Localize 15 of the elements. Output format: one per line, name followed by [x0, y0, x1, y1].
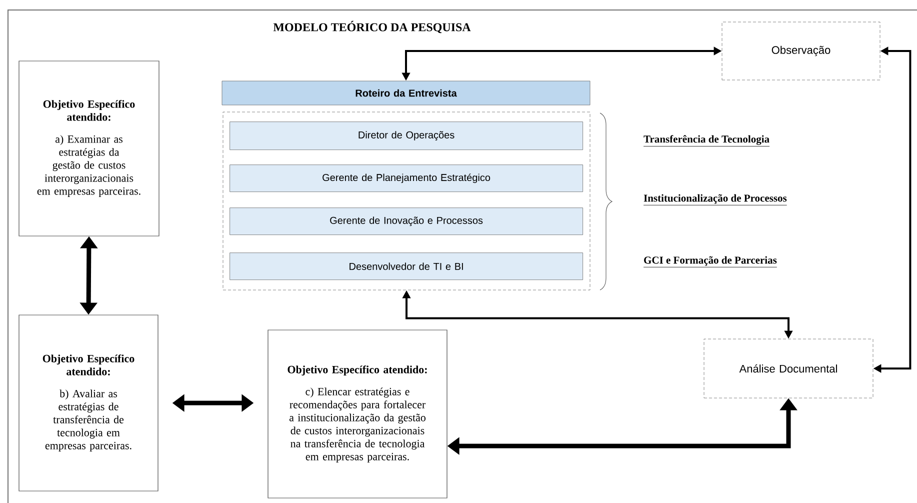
topic-label: GCI e Formação de Parcerias: [643, 256, 778, 268]
role-box: Gerente de Planejamento Estratégico: [230, 164, 583, 192]
topic-label: Transferência de Tecnologia: [643, 135, 770, 146]
objective-box: Objetivo Específico atendido: b) Avaliar as estratégias de transferência de tecnologia em empresas parceiras.: [18, 314, 158, 492]
dashed-container: [222, 112, 590, 290]
method-box: Observação: [722, 22, 880, 80]
role-box: Desenvolvedor de TI e BI: [230, 252, 583, 280]
header-box: Roteiro da Entrevista: [222, 80, 590, 106]
method-box: Análise Documental: [704, 338, 874, 398]
role-box: Diretor de Operações: [230, 122, 583, 150]
role-box: Gerente de Inovação e Processos: [230, 208, 583, 235]
topic-label: Institucionalização de Processos: [643, 194, 788, 206]
title: MODELO TEÓRICO DA PESQUISA: [273, 20, 471, 34]
objective-box: Objetivo Específico atendido: c) Elencar estratégias e recomendações para fortalecer a institucionalização da gestão de custos interorganizacionais na transferência de tecnologia em empresas parceiras.: [268, 330, 448, 498]
objective-box: Objetivo Específico atendido: a) Examinar as estratégias da gestão de custos interorganizacionais em empresas parceiras.: [18, 60, 160, 236]
